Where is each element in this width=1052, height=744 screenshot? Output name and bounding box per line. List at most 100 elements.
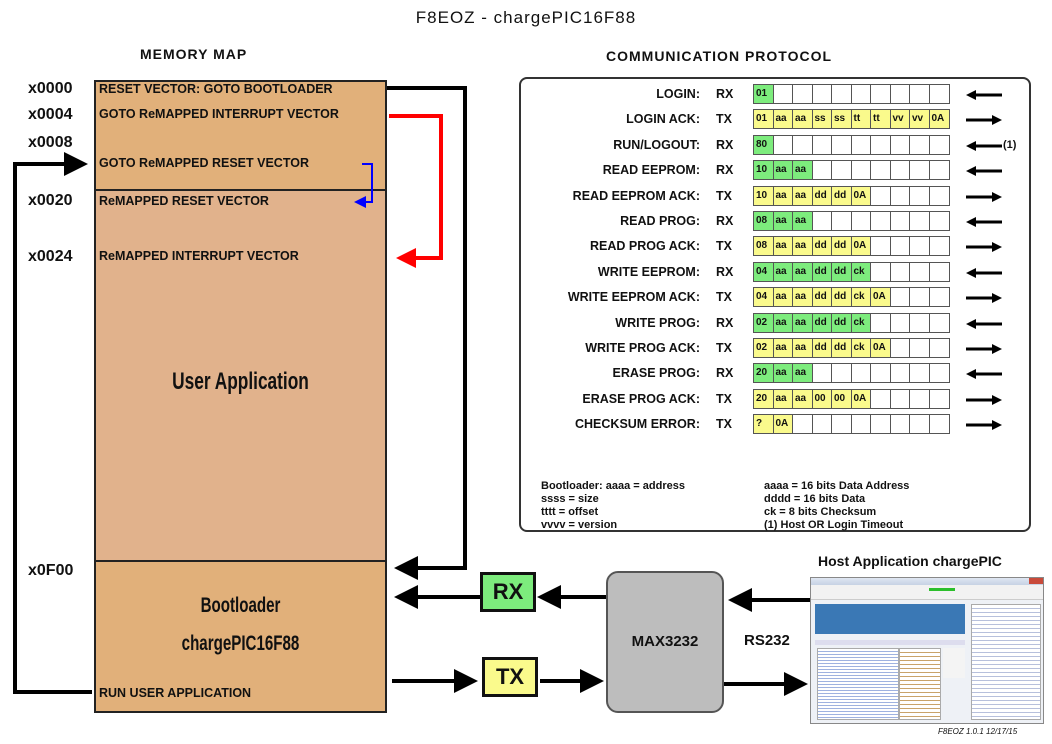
protocol-byte-cell bbox=[910, 135, 930, 154]
remapped-interrupt-text: ReMAPPED INTERRUPT VECTOR bbox=[99, 249, 299, 263]
tx-block: TX bbox=[482, 657, 538, 697]
protocol-byte-frame: ?0A bbox=[753, 414, 950, 435]
protocol-byte-cell: ss bbox=[812, 110, 832, 129]
protocol-row-label: WRITE PROG: bbox=[615, 315, 700, 330]
arrow-left-icon bbox=[966, 267, 1002, 278]
protocol-byte-cell bbox=[871, 85, 891, 103]
protocol-byte-cell bbox=[793, 85, 813, 103]
protocol-byte-cell: 0A bbox=[851, 186, 871, 205]
protocol-byte-frame: 80 bbox=[753, 134, 950, 155]
protocol-byte-cell bbox=[832, 364, 852, 383]
protocol-byte-cell: 08 bbox=[754, 212, 774, 230]
protocol-byte-cell bbox=[871, 389, 891, 408]
protocol-byte-cell bbox=[832, 415, 852, 434]
protocol-byte-cell bbox=[793, 415, 813, 434]
protocol-byte-cell: 00 bbox=[832, 389, 852, 408]
protocol-row-direction: TX bbox=[716, 341, 732, 355]
max3232-chip: MAX3232 bbox=[606, 571, 724, 713]
protocol-byte-cell: aa bbox=[773, 110, 793, 129]
diagram-title: F8EOZ - chargePIC16F88 bbox=[415, 8, 637, 27]
address-x0F00: x0F00 bbox=[28, 562, 74, 579]
protocol-byte-cell bbox=[871, 161, 891, 180]
protocol-byte-cell: tt bbox=[851, 110, 871, 129]
address-x0024: x0024 bbox=[28, 248, 73, 265]
protocol-byte-cell: aa bbox=[793, 389, 813, 408]
protocol-byte-cell bbox=[851, 161, 871, 180]
protocol-row-label: RUN/LOGOUT: bbox=[613, 137, 700, 152]
bootloader-label: Bootloader bbox=[200, 594, 281, 617]
protocol-byte-cell: 0A bbox=[851, 237, 871, 256]
legend-item: dddd = 16 bits Data bbox=[764, 493, 866, 505]
reset-vector-text: RESET VECTOR: GOTO BOOTLOADER bbox=[99, 82, 333, 96]
protocol-byte-cell bbox=[929, 389, 949, 408]
protocol-byte-cell: aa bbox=[793, 262, 813, 281]
protocol-row-label: CHECKSUM ERROR: bbox=[575, 417, 700, 432]
protocol-byte-cell: aa bbox=[773, 288, 793, 307]
protocol-row-direction: RX bbox=[716, 264, 734, 279]
protocol-byte-cell: 04 bbox=[754, 288, 774, 307]
legend-item: ck = 8 bits Checksum bbox=[764, 506, 877, 518]
protocol-byte-cell bbox=[910, 415, 930, 434]
protocol-byte-cell: aa bbox=[773, 186, 793, 205]
protocol-byte-cell bbox=[812, 212, 832, 230]
user-application-region bbox=[94, 190, 387, 562]
protocol-byte-cell bbox=[812, 85, 832, 103]
host-titlebar bbox=[811, 578, 1043, 585]
host-side-panel bbox=[943, 648, 965, 678]
protocol-byte-cell bbox=[871, 212, 891, 230]
protocol-byte-cell: ck bbox=[851, 339, 871, 357]
protocol-byte-cell: 02 bbox=[754, 313, 774, 332]
protocol-byte-cell: ? bbox=[754, 415, 774, 434]
protocol-byte-cell bbox=[890, 364, 910, 383]
protocol-byte-cell bbox=[812, 415, 832, 434]
protocol-byte-cell: 02 bbox=[754, 339, 774, 357]
protocol-byte-cell: aa bbox=[793, 313, 813, 332]
remapped-reset-text: ReMAPPED RESET VECTOR bbox=[99, 194, 269, 208]
protocol-byte-cell bbox=[832, 161, 852, 180]
run-user-app-arrow bbox=[13, 152, 92, 694]
protocol-row-direction: RX bbox=[716, 137, 734, 152]
arrow-right-icon bbox=[966, 344, 1002, 354]
protocol-byte-cell bbox=[890, 313, 910, 332]
address-x0020: x0020 bbox=[28, 192, 73, 209]
arrow-right-icon bbox=[966, 191, 1002, 202]
protocol-byte-cell: aa bbox=[773, 161, 793, 180]
goto-reset-text: GOTO ReMAPPED RESET VECTOR bbox=[99, 156, 309, 170]
protocol-byte-cell: 20 bbox=[754, 364, 774, 383]
memory-map-heading: MEMORY MAP bbox=[140, 46, 248, 62]
user-application-label: User Application bbox=[172, 368, 309, 395]
protocol-byte-cell: dd bbox=[812, 288, 832, 307]
protocol-row-label: READ PROG: bbox=[620, 214, 700, 228]
host-header-panel bbox=[815, 604, 965, 634]
protocol-byte-cell: aa bbox=[773, 237, 793, 256]
protocol-byte-cell: 20 bbox=[754, 389, 774, 408]
remapped-reset-arrow bbox=[354, 163, 373, 208]
protocol-byte-cell: dd bbox=[832, 339, 852, 357]
legend-item: vvvv = version bbox=[541, 519, 618, 531]
protocol-byte-cell bbox=[929, 85, 949, 103]
arrow-left-icon bbox=[966, 217, 1002, 227]
host-hex-panel bbox=[817, 648, 899, 720]
run-user-application-text: RUN USER APPLICATION bbox=[99, 686, 252, 700]
arrow-left-icon bbox=[966, 140, 1002, 151]
protocol-byte-cell bbox=[910, 364, 930, 383]
protocol-row-label: READ EEPROM ACK: bbox=[572, 188, 700, 203]
protocol-byte-cell: 01 bbox=[754, 110, 774, 129]
legend-item: ssss = size bbox=[541, 493, 599, 505]
protocol-row-direction: RX bbox=[716, 163, 734, 178]
protocol-byte-cell bbox=[890, 186, 910, 205]
protocol-byte-cell bbox=[910, 389, 930, 408]
protocol-byte-cell: aa bbox=[793, 186, 813, 205]
protocol-byte-cell: aa bbox=[793, 339, 813, 357]
protocol-byte-cell bbox=[929, 186, 949, 205]
protocol-byte-cell bbox=[773, 135, 793, 154]
protocol-row-label: LOGIN: bbox=[656, 87, 700, 101]
rx-block: RX bbox=[480, 572, 536, 612]
protocol-byte-cell bbox=[890, 85, 910, 103]
protocol-row-direction: TX bbox=[716, 112, 732, 127]
